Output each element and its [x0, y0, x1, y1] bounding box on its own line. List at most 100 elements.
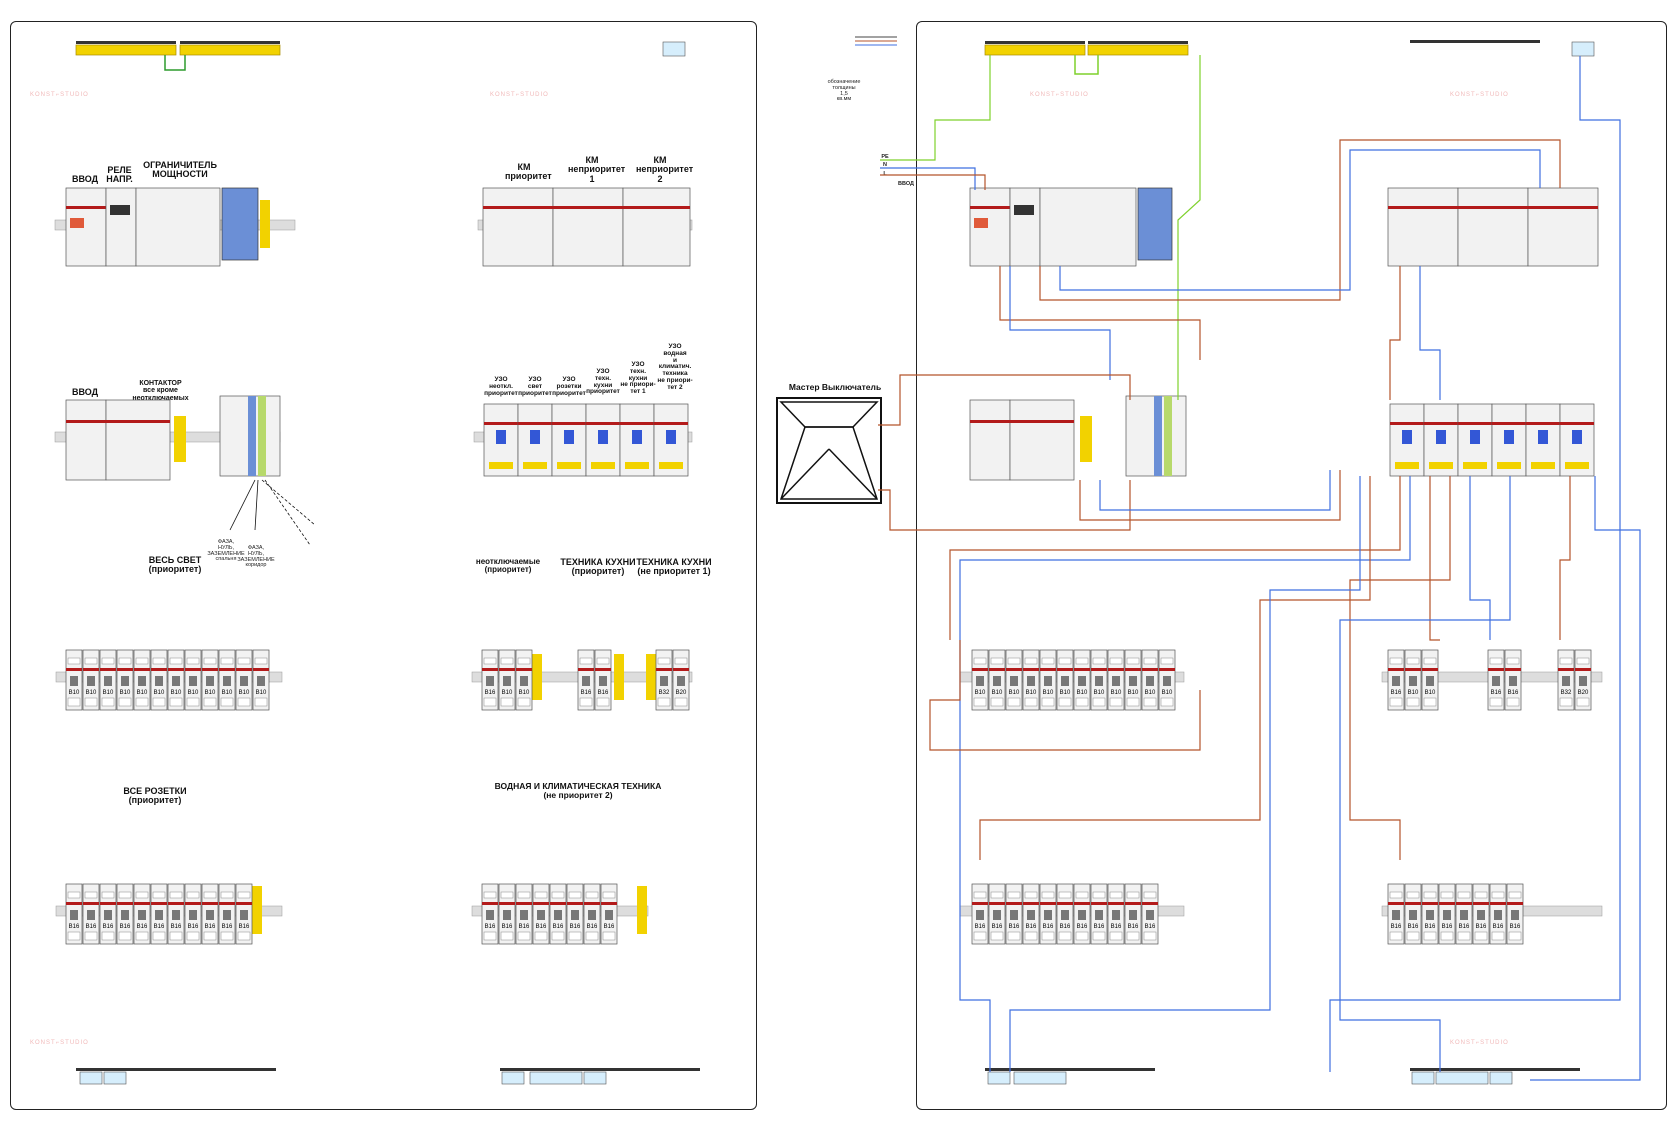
r-svet-breaker-label: B10	[975, 690, 986, 696]
r-svet-breaker-label: B10	[1094, 690, 1105, 696]
r-kukhni-breaker-label: B16	[1508, 690, 1519, 696]
note-faza-spalnya: ФАЗА, НУЛЬ, ЗАЗЕМЛЕНИЕ спальня	[207, 539, 245, 563]
r-vod-breaker	[1404, 883, 1422, 945]
svet-breaker-label: B10	[86, 690, 97, 696]
neotkl-breaker-label: B10	[502, 690, 513, 696]
svet-breaker	[235, 649, 253, 711]
vod-breaker-label: B16	[502, 924, 513, 930]
rozetki-breaker	[82, 883, 100, 945]
r-vod-breaker-label: B16	[1510, 924, 1521, 930]
svet-breaker-label: B10	[154, 690, 165, 696]
master-switch-box[interactable]	[776, 397, 882, 504]
label-km-neprior2: КМ неприоритет 2	[636, 155, 694, 184]
r-kukhni1-breaker	[1574, 649, 1592, 711]
r-neotkl-breaker	[1404, 649, 1422, 711]
r-vod-breaker-label: B16	[1442, 924, 1453, 930]
vod-breaker-label: B16	[604, 924, 615, 930]
svet-breaker	[252, 649, 270, 711]
rozetki-breaker-label: B16	[137, 924, 148, 930]
label-tekh-kukhni1: ТЕХНИКА КУХНИ (не приоритет 1)	[636, 557, 712, 577]
watermark: KONST⌐STUDIO	[1450, 92, 1509, 98]
r-rozetki-breaker-label: B16	[1077, 924, 1088, 930]
r-rozetki-breaker-label: B16	[1145, 924, 1156, 930]
r-neotkl-breaker-label: B16	[1391, 690, 1402, 696]
r-rozetki-breaker	[1056, 883, 1074, 945]
r-vod-breaker-label: B16	[1493, 924, 1504, 930]
neotkl-breaker	[515, 649, 533, 711]
rozetki-breaker	[99, 883, 117, 945]
rozetki-breaker	[167, 883, 185, 945]
r-svet-breaker	[1039, 649, 1057, 711]
svet-breaker	[218, 649, 236, 711]
label-pe: PE	[881, 154, 889, 160]
vod-breaker	[515, 883, 533, 945]
r-vod-breaker	[1455, 883, 1473, 945]
label-vvod-right: ВВОД	[898, 181, 914, 187]
rozetki-breaker-label: B16	[205, 924, 216, 930]
r-svet-breaker	[1022, 649, 1040, 711]
kukhni-breaker	[577, 649, 595, 711]
rozetki-breaker-label: B16	[154, 924, 165, 930]
label-ves-svet: ВЕСЬ СВЕТ (приоритет)	[148, 555, 202, 575]
r-vod-breaker-label: B16	[1408, 924, 1419, 930]
vod-breaker-label: B16	[553, 924, 564, 930]
r-kukhni1-breaker-label: B20	[1578, 690, 1589, 696]
legend-thickness: обозначение толщины 1,5 кв.мм	[827, 79, 861, 103]
r-svet-breaker-label: B10	[1145, 690, 1156, 696]
svet-breaker-label: B10	[171, 690, 182, 696]
r-rozetki-breaker	[1039, 883, 1057, 945]
svet-breaker	[82, 649, 100, 711]
r-svet-breaker	[988, 649, 1006, 711]
r-vod-breaker	[1421, 883, 1439, 945]
watermark: KONST⌐STUDIO	[30, 1040, 89, 1046]
svet-breaker	[65, 649, 83, 711]
r-svet-breaker	[1107, 649, 1125, 711]
kukhni-breaker-label: B16	[581, 690, 592, 696]
rozetki-breaker	[133, 883, 151, 945]
rozetki-breaker-label: B16	[171, 924, 182, 930]
r-rozetki-breaker-label: B16	[1009, 924, 1020, 930]
r-kukhni-breaker	[1487, 649, 1505, 711]
r-svet-breaker-label: B10	[1009, 690, 1020, 696]
label-uzo-tekhn1: УЗО техн. кухни не приори- тет 1	[620, 361, 656, 396]
svet-breaker	[150, 649, 168, 711]
r-svet-breaker-label: B10	[1162, 690, 1173, 696]
svet-breaker-label: B10	[103, 690, 114, 696]
r-kukhni-breaker	[1504, 649, 1522, 711]
label-km-neprior1: КМ неприоритет 1	[568, 155, 626, 184]
r-svet-breaker-label: B10	[1043, 690, 1054, 696]
label-l: L	[883, 171, 887, 177]
kukhni-breaker-label: B16	[598, 690, 609, 696]
r-vod-breaker-label: B16	[1391, 924, 1402, 930]
r-svet-breaker	[1056, 649, 1074, 711]
r-rozetki-breaker	[1107, 883, 1125, 945]
svet-breaker-label: B10	[188, 690, 199, 696]
r-rozetki-breaker	[988, 883, 1006, 945]
label-kontaktor: КОНТАКТОР все кроме неотключаемых	[132, 380, 189, 402]
rozetki-breaker	[201, 883, 219, 945]
watermark: KONST⌐STUDIO	[30, 92, 89, 98]
r-rozetki-breaker-label: B16	[992, 924, 1003, 930]
neotkl-breaker-label: B16	[485, 690, 496, 696]
rozetki-breaker	[184, 883, 202, 945]
neotkl-breaker	[481, 649, 499, 711]
r-rozetki-breaker-label: B16	[1094, 924, 1105, 930]
r-svet-breaker	[1005, 649, 1023, 711]
r-vod-breaker	[1506, 883, 1524, 945]
svet-breaker	[116, 649, 134, 711]
r-svet-breaker-label: B10	[1111, 690, 1122, 696]
rozetki-breaker-label: B16	[69, 924, 80, 930]
watermark: KONST⌐STUDIO	[490, 92, 549, 98]
r-rozetki-breaker-label: B16	[1128, 924, 1139, 930]
label-uzo-rozetki: УЗО розетки приоритет	[552, 376, 586, 397]
r-svet-breaker	[1090, 649, 1108, 711]
rozetki-breaker	[116, 883, 134, 945]
r-neotkl-breaker	[1387, 649, 1405, 711]
r-vod-breaker	[1472, 883, 1490, 945]
rozetki-breaker	[218, 883, 236, 945]
label-vodnaya: ВОДНАЯ И КЛИМАТИЧЕСКАЯ ТЕХНИКА (не приор…	[494, 781, 662, 800]
r-rozetki-breaker-label: B16	[1111, 924, 1122, 930]
vod-breaker	[532, 883, 550, 945]
neotkl-breaker-label: B10	[519, 690, 530, 696]
